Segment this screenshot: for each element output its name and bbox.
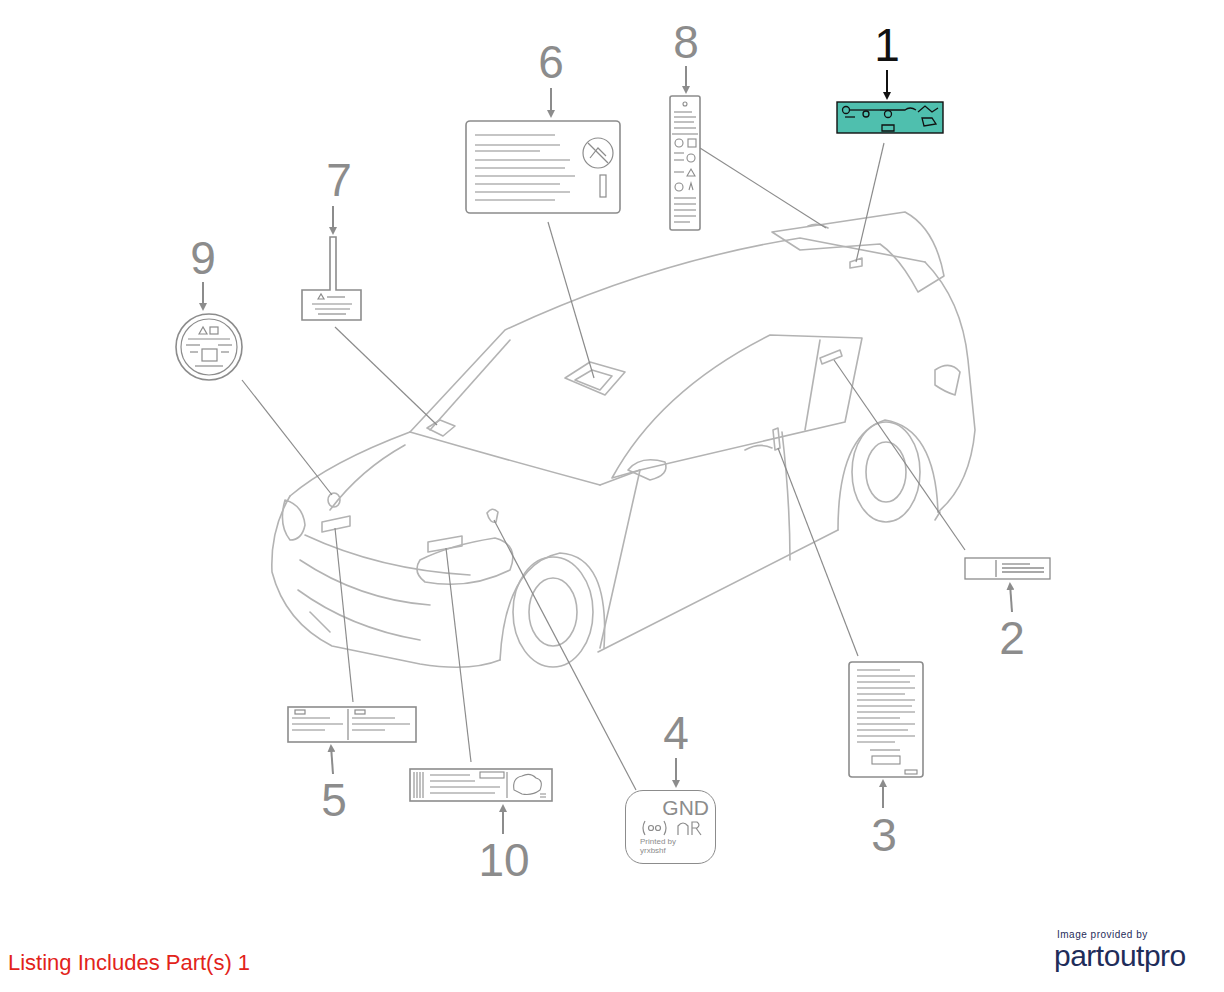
callout-number: 2 [999, 615, 1025, 661]
callout-number: 4 [663, 710, 689, 756]
callout-number: 7 [326, 157, 352, 203]
sticker-3 [849, 662, 923, 777]
car-outline [272, 212, 975, 667]
brand-logo: partoutpro [1054, 941, 1186, 971]
sticker-10 [410, 769, 552, 801]
credit-text: Image provided by [1057, 930, 1148, 940]
sticker-9 [176, 314, 242, 380]
sticker-note: Printed by yrxbshf [626, 818, 686, 856]
label-sticker: GNDPrinted by yrxbshf [625, 790, 716, 864]
callout-arrows [203, 66, 1012, 834]
callout-number: 3 [871, 812, 897, 858]
callout-number: 1 [874, 22, 900, 68]
listing-note: Listing Includes Part(s) 1 [8, 952, 250, 974]
sticker-1 [837, 102, 943, 133]
sticker-2 [965, 558, 1050, 579]
sticker-4-symbols [643, 821, 701, 835]
callout-number: 8 [673, 19, 699, 65]
leader-lines [242, 143, 965, 790]
sticker-heading: GND [626, 791, 715, 818]
callout-number: 9 [190, 235, 216, 281]
callout-number: 10 [478, 837, 529, 883]
sticker-7 [302, 237, 361, 320]
callout-number: 6 [538, 39, 564, 85]
callout-number: 5 [321, 777, 347, 823]
sticker-6 [466, 121, 620, 213]
sticker-5 [288, 707, 416, 742]
sticker-8 [670, 96, 700, 230]
